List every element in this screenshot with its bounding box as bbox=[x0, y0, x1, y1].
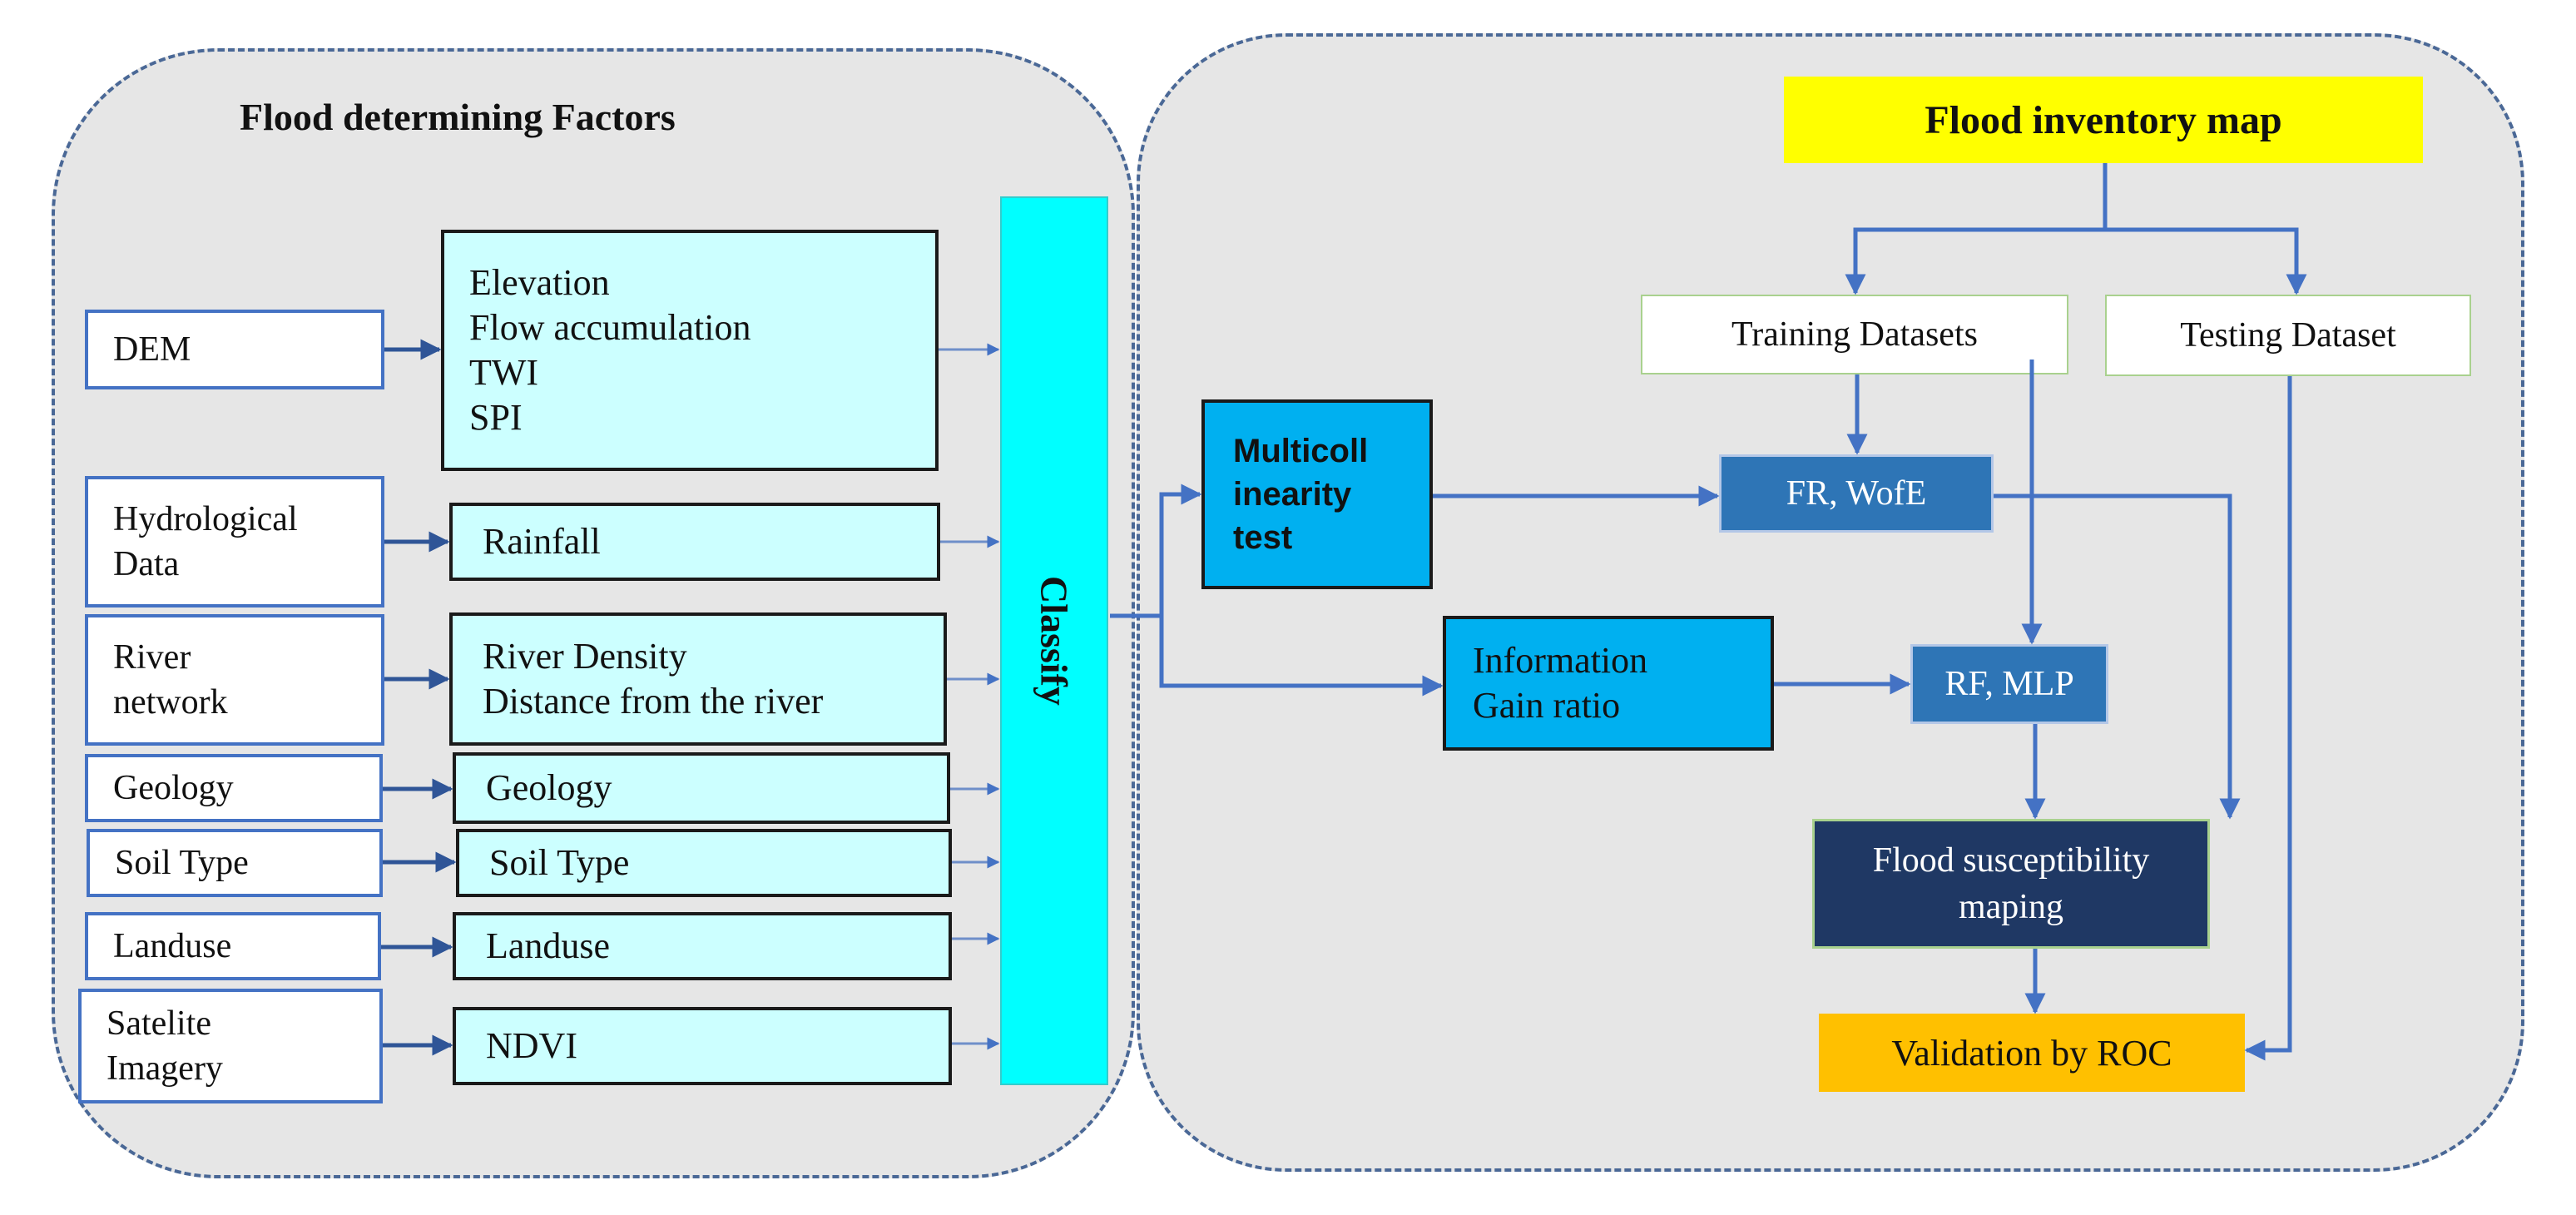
factor-geology-label: Geology bbox=[486, 767, 612, 808]
arrow-testing-to-validation bbox=[2244, 376, 2292, 1061]
source-landuse-label: Landuse bbox=[113, 927, 232, 965]
source-satellite-imagery-label: Satelite Imagery bbox=[107, 1004, 223, 1088]
training-datasets-label: Training Datasets bbox=[1731, 315, 1978, 354]
testing-dataset-label: Testing Dataset bbox=[2180, 316, 2396, 355]
arrow-inventory-to-testing bbox=[2105, 227, 2307, 295]
source-geology-label: Geology bbox=[113, 769, 234, 807]
factor-terrain: Elevation Flow accumulation TWI SPI bbox=[441, 230, 939, 471]
source-geology: Geology bbox=[85, 754, 383, 822]
validation-by-roc-label: Validation by ROC bbox=[1891, 1032, 2172, 1074]
source-dem: DEM bbox=[85, 310, 384, 389]
multicollinearity-test-label: Multicoll inearity test bbox=[1233, 433, 1369, 556]
right-panel bbox=[1137, 33, 2524, 1172]
factor-river: River Density Distance from the river bbox=[449, 612, 947, 746]
arrow-classify-to-information-gain bbox=[1159, 616, 1444, 697]
source-hydrological-data-label: Hydrological Data bbox=[113, 500, 298, 583]
multicollinearity-test-box: Multicoll inearity test bbox=[1201, 399, 1433, 589]
arrow-fr-wofe-to-susceptibility bbox=[1994, 493, 2241, 820]
factor-landuse-label: Landuse bbox=[486, 925, 611, 966]
arrow-inventory-to-training bbox=[1845, 163, 2108, 295]
classify-label: Classify bbox=[1033, 576, 1076, 706]
information-gain-ratio-label: Information Gain ratio bbox=[1473, 640, 1648, 726]
factor-geology: Geology bbox=[453, 752, 950, 824]
information-gain-ratio-box: Information Gain ratio bbox=[1443, 616, 1774, 751]
fr-wofe-label: FR, WofE bbox=[1786, 474, 1927, 513]
source-dem-label: DEM bbox=[113, 330, 191, 369]
validation-by-roc-box: Validation by ROC bbox=[1819, 1014, 2245, 1092]
source-river-network: River network bbox=[85, 614, 384, 746]
testing-dataset-box: Testing Dataset bbox=[2105, 295, 2471, 376]
factor-landuse: Landuse bbox=[453, 912, 952, 980]
classify-bar: Classify bbox=[1000, 196, 1108, 1085]
training-datasets-box: Training Datasets bbox=[1641, 295, 2068, 374]
source-satellite-imagery: Satelite Imagery bbox=[78, 989, 383, 1103]
source-river-network-label: River network bbox=[113, 638, 228, 722]
factor-rainfall-label: Rainfall bbox=[483, 521, 601, 562]
flood-susceptibility-mapping-box: Flood susceptibility maping bbox=[1812, 819, 2210, 949]
factor-ndvi: NDVI bbox=[453, 1007, 952, 1085]
source-landuse: Landuse bbox=[85, 912, 381, 980]
factor-soil-type-label: Soil Type bbox=[489, 842, 630, 883]
fr-wofe-box: FR, WofE bbox=[1719, 454, 1994, 533]
source-hydrological-data: Hydrological Data bbox=[85, 476, 384, 608]
flood-inventory-map-box: Flood inventory map bbox=[1784, 77, 2423, 163]
flood-susceptibility-mapping-label: Flood susceptibility maping bbox=[1872, 841, 2150, 926]
factor-terrain-label: Elevation Flow accumulation TWI SPI bbox=[469, 262, 751, 438]
factor-rainfall: Rainfall bbox=[449, 503, 940, 581]
source-soil-type-label: Soil Type bbox=[115, 844, 249, 882]
flood-inventory-map-label: Flood inventory map bbox=[1925, 97, 2282, 142]
rf-mlp-box: RF, MLP bbox=[1910, 644, 2108, 724]
arrow-classify-to-multicollinearity bbox=[1110, 484, 1202, 618]
factor-ndvi-label: NDVI bbox=[486, 1025, 577, 1066]
source-soil-type: Soil Type bbox=[87, 829, 383, 897]
factor-river-label: River Density Distance from the river bbox=[483, 636, 824, 722]
left-panel-title: Flood determining Factors bbox=[240, 96, 676, 138]
rf-mlp-label: RF, MLP bbox=[1944, 665, 2074, 703]
factor-soil-type: Soil Type bbox=[456, 829, 952, 897]
